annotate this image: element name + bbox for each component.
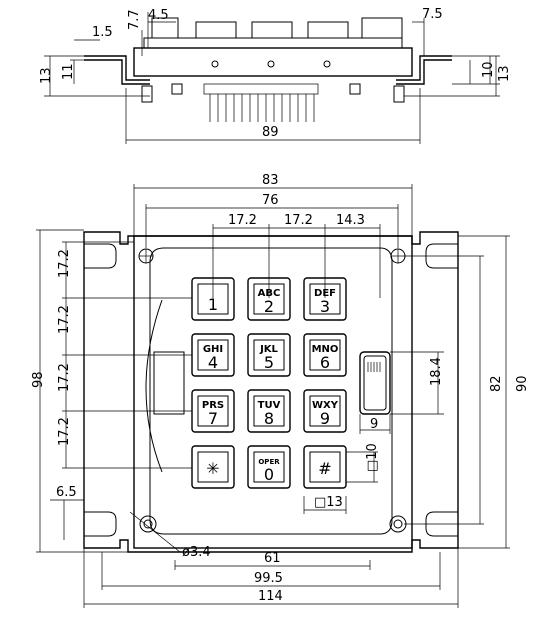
dim-18-4: 18.4 [429, 357, 444, 386]
dim-98: 98 [31, 371, 46, 388]
dim-key-10: □10 [365, 443, 380, 472]
dim-17-2-v1: 17.2 [57, 249, 72, 278]
dim-83: 83 [262, 173, 279, 188]
svg-text:JKL: JKL [259, 344, 278, 355]
svg-text:6: 6 [320, 353, 330, 372]
key-0[interactable]: OPER 0 [247, 445, 291, 489]
side-keys [151, 17, 403, 39]
key-6[interactable]: MNO 6 [303, 333, 347, 377]
keypad-body [133, 235, 413, 549]
left-bolt [141, 85, 153, 103]
svg-text:3: 3 [320, 297, 330, 316]
dim-114: 114 [258, 589, 283, 604]
connector-pins [203, 83, 319, 122]
dim-76: 76 [262, 193, 279, 208]
svg-text:2: 2 [264, 297, 274, 316]
dim-17-2-v3: 17.2 [57, 363, 72, 392]
dim-99-5: 99.5 [254, 571, 283, 586]
key-star[interactable]: ✳ [191, 445, 235, 489]
keypad-grid: 1 ABC 2 DEF 3 GHI 4 JKL 5 [191, 277, 347, 489]
led-indicator [359, 351, 391, 415]
dim-90: 90 [515, 375, 530, 392]
dim-10-right: 10 [481, 61, 496, 78]
dim-13-right: 13 [497, 65, 512, 82]
dim-17-2-a: 17.2 [228, 213, 257, 228]
svg-text:PRS: PRS [202, 400, 224, 411]
key-7[interactable]: PRS 7 [191, 389, 235, 433]
svg-text:#: # [318, 459, 331, 478]
side-view: 1.5 4.5 7.7 7.5 13 11 10 13 89 [39, 7, 512, 144]
svg-text:5: 5 [264, 353, 274, 372]
flange-plate [83, 231, 459, 553]
key-4[interactable]: GHI 4 [191, 333, 235, 377]
svg-text:✳: ✳ [206, 459, 219, 478]
key-8[interactable]: TUV 8 [247, 389, 291, 433]
dim-7-5: 7.5 [422, 7, 443, 22]
svg-text:OPER: OPER [258, 458, 280, 466]
dim-1-5: 1.5 [92, 25, 113, 40]
svg-text:8: 8 [264, 409, 274, 428]
left-flange [84, 55, 150, 81]
key-hash[interactable]: # [303, 445, 347, 489]
dim-82: 82 [489, 375, 504, 392]
dim-89: 89 [262, 125, 279, 140]
dim-4-5: 4.5 [148, 8, 169, 23]
dim-hole-dia: ø3.4 [182, 545, 211, 560]
corner-holes [138, 248, 407, 533]
svg-text:9: 9 [320, 409, 330, 428]
key-1-digit: 1 [208, 295, 218, 314]
dim-7-7: 7.7 [127, 9, 142, 30]
dim-17-2-b: 17.2 [284, 213, 313, 228]
dim-61: 61 [264, 551, 281, 566]
dim-17-2-v4: 17.2 [57, 417, 72, 446]
dim-6-5: 6.5 [56, 485, 77, 500]
front-view: 1 ABC 2 DEF 3 GHI 4 JKL 5 [31, 173, 530, 608]
svg-text:4: 4 [208, 353, 218, 372]
svg-text:0: 0 [264, 465, 274, 484]
dim-11-left: 11 [61, 63, 76, 80]
left-recess [153, 351, 185, 415]
dim-key-13: □13 [314, 495, 343, 510]
svg-text:WXY: WXY [312, 400, 339, 411]
right-bolt [393, 85, 405, 103]
side-screws [211, 60, 331, 68]
key-5[interactable]: JKL 5 [247, 333, 291, 377]
dim-9: 9 [370, 417, 378, 432]
dim-17-2-v2: 17.2 [57, 305, 72, 334]
right-flange [396, 55, 452, 81]
svg-text:TUV: TUV [258, 400, 281, 411]
svg-text:GHI: GHI [203, 344, 223, 355]
dim-14-3: 14.3 [336, 213, 365, 228]
svg-text:MNO: MNO [312, 344, 339, 355]
svg-text:7: 7 [208, 409, 218, 428]
dim-13-left: 13 [39, 67, 54, 84]
key-9[interactable]: WXY 9 [303, 389, 347, 433]
